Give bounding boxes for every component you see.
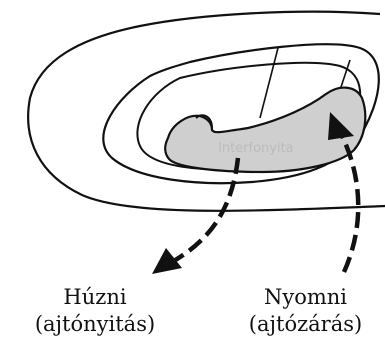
pull-action-text: Húzni <box>10 284 180 311</box>
handle-emblem-text: Interfonyita <box>218 141 294 156</box>
recess-divider-left <box>260 48 278 118</box>
push-action-text: Nyomni <box>228 284 383 311</box>
pull-label: Húzni (ajtónyitás) <box>10 284 180 338</box>
push-label: Nyomni (ajtózárás) <box>228 284 383 338</box>
push-detail-text: (ajtózárás) <box>228 311 383 338</box>
pull-detail-text: (ajtónyitás) <box>10 311 180 338</box>
